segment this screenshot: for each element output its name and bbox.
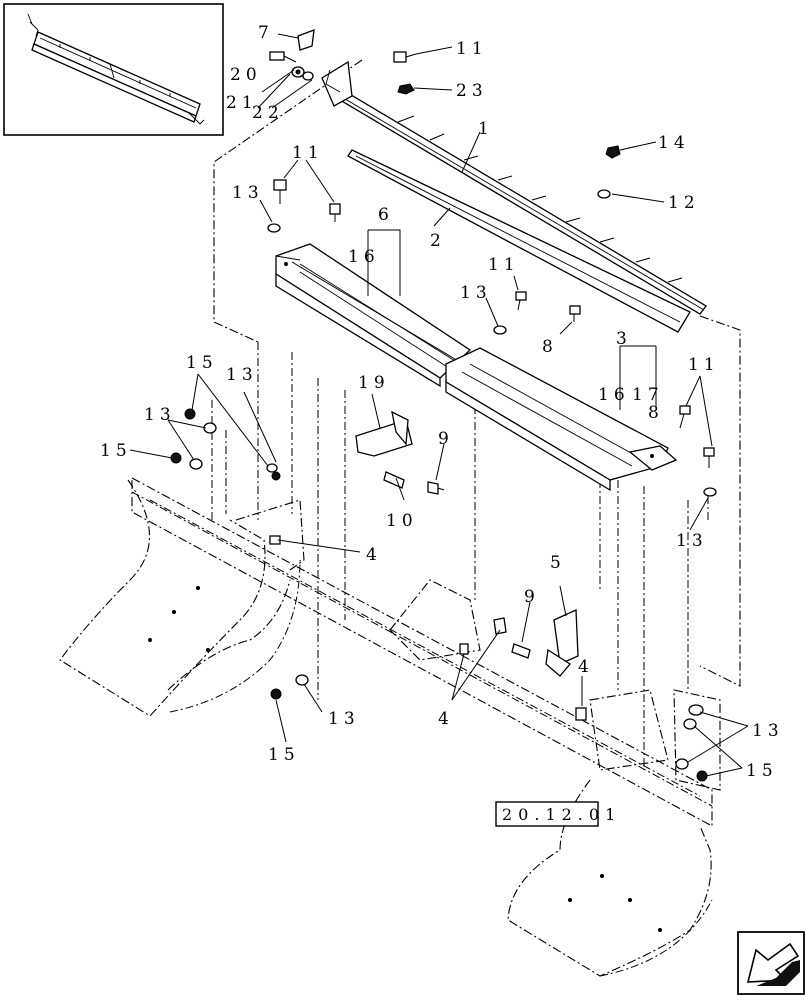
right-shield: [445, 347, 678, 492]
callout-13c: 13: [226, 365, 258, 385]
bolt-11c: [273, 179, 287, 204]
callout-2: 2: [430, 231, 446, 251]
bolt-11d: [329, 203, 341, 222]
section-reference-label: 20.12.01: [502, 805, 621, 824]
callout-3: 3: [616, 329, 632, 349]
callout-21: 21: [226, 93, 258, 113]
callout-15b: 15: [100, 441, 132, 461]
lower-frame-phantom: [59, 477, 721, 977]
callout-9b: 9: [524, 587, 540, 607]
callout-13a: 13: [232, 183, 264, 203]
leader-lines: [129, 33, 749, 777]
bolt-8b: [679, 405, 691, 429]
callout-18: 8: [648, 403, 664, 423]
callout-9a: 9: [438, 429, 454, 449]
section-reference[interactable]: 20.12.01: [495, 801, 621, 827]
callout-13b: 13: [460, 283, 492, 303]
callouts: 7 11 20 23 21 22 1 14 11 13 12 6 2 16 11…: [100, 23, 784, 781]
bolt-11b: [393, 51, 417, 63]
callout-15a: 15: [186, 353, 218, 373]
callout-20: 20: [230, 65, 262, 85]
bolt-11e: [515, 291, 527, 311]
callout-15d: 15: [746, 761, 778, 781]
callout-7: 7: [258, 23, 274, 43]
callout-4b: 4: [578, 657, 594, 677]
bolt-8: [569, 305, 581, 322]
callout-11b: 11: [292, 143, 324, 163]
callout-11c: 11: [488, 255, 520, 275]
callout-1: 1: [478, 119, 494, 139]
bolt-11a: [269, 51, 297, 63]
left-shield: [275, 243, 472, 388]
callout-16b: 16: [598, 385, 630, 405]
callout-5: 5: [550, 553, 566, 573]
callout-13g: 13: [752, 721, 784, 741]
callout-8a: 8: [542, 337, 558, 357]
hardware: [170, 29, 717, 782]
callout-15c: 15: [268, 745, 300, 765]
callout-4a: 4: [366, 545, 382, 565]
callout-10: 10: [386, 511, 418, 531]
callout-13f: 13: [328, 709, 360, 729]
callout-4c: 4: [438, 709, 454, 729]
shaft-assembly: [321, 60, 707, 333]
callout-16a: 16: [348, 247, 380, 267]
callout-13e: 13: [676, 531, 708, 551]
callout-14: 14: [658, 133, 690, 153]
callout-13d: 13: [144, 405, 176, 425]
callout-19: 19: [358, 373, 390, 393]
bolt-11f: [703, 447, 715, 468]
assembly-thumbnail-icon: [3, 3, 224, 136]
callout-23: 23: [456, 81, 488, 101]
callout-11d: 11: [688, 355, 720, 375]
callout-6: 6: [378, 205, 394, 225]
phantom-outlines: [211, 59, 741, 770]
callout-12: 12: [668, 193, 700, 213]
next-page-arrow-icon[interactable]: [737, 931, 805, 995]
callout-17: 17: [632, 385, 664, 405]
callout-11: 11: [456, 39, 488, 59]
callout-22: 22: [252, 103, 284, 123]
